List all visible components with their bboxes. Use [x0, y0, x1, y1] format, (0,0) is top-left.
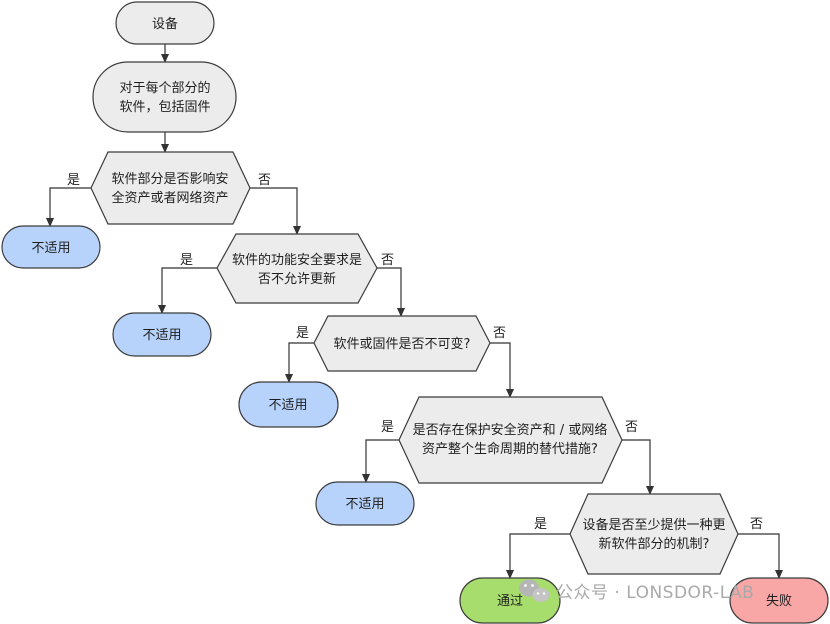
edge-decision4-yes — [362, 439, 399, 483]
edge-decision2-no — [377, 267, 405, 317]
edge-label-yes-3: 是 — [296, 326, 309, 341]
edges — [46, 44, 783, 579]
process-label-line2: 软件，包括固件 — [119, 100, 210, 115]
watermark: 公众号 · LONSDOR-LAB — [519, 579, 754, 603]
edge-decision1-no — [250, 187, 301, 235]
decision2-label-line1: 软件的功能安全要求是 — [232, 252, 362, 268]
fail-label: 失败 — [766, 594, 792, 609]
decision4-label-line1: 是否存在保护安全资产和 / 或网络 — [413, 422, 608, 438]
na4-terminal — [315, 481, 415, 526]
edge-decision2-yes — [158, 267, 217, 314]
edge-labels: 是 否 是 否 是 否 是 否 是 否 — [67, 173, 763, 532]
na3-terminal — [238, 381, 339, 428]
edge-label-no-1: 否 — [258, 173, 271, 188]
decision4-hexagon — [398, 396, 623, 484]
decision2-hexagon — [216, 233, 378, 304]
start-terminal — [115, 1, 215, 45]
na4-label: 不适用 — [345, 497, 384, 512]
edge-decision1-yes — [46, 187, 91, 227]
edge-label-yes-1: 是 — [67, 173, 80, 188]
watermark-text: 公众号 · LONSDOR-LAB — [556, 583, 754, 603]
decision1-label-line2: 全资产或者网络资产 — [111, 190, 228, 206]
edge-label-no-3: 否 — [493, 326, 506, 341]
edge-label-yes-5: 是 — [534, 517, 547, 532]
decision5-label-line2: 新软件部分的机制? — [599, 536, 710, 552]
node-labels: 设备 对于每个部分的 软件，包括固件 软件部分是否影响安 全资产或者网络资产 软… — [31, 16, 792, 609]
decision3-label: 软件或固件是否不可变? — [334, 336, 471, 352]
edge-label-yes-2: 是 — [180, 253, 193, 268]
edge-label-yes-4: 是 — [381, 420, 394, 435]
wechat-icon — [519, 579, 550, 602]
na1-label: 不适用 — [31, 241, 70, 256]
decision4-label-line2: 资产整个生命周期的替代措施? — [422, 441, 598, 457]
edge-decision5-no — [738, 533, 783, 579]
edge-decision5-yes — [506, 533, 570, 579]
na2-label: 不适用 — [142, 328, 181, 343]
decision1-hexagon — [90, 151, 251, 225]
edge-label-no-4: 否 — [625, 420, 638, 435]
na1-terminal — [1, 225, 101, 269]
decision2-label-line2: 否不允许更新 — [258, 271, 336, 287]
process-box — [92, 61, 237, 133]
edge-label-no-5: 否 — [750, 517, 763, 532]
decision5-hexagon — [569, 493, 739, 575]
fail-terminal — [729, 577, 829, 624]
edge-decision3-yes — [285, 342, 314, 383]
edge-decision3-no — [490, 342, 514, 398]
decision3-hexagon — [313, 315, 491, 372]
decision5-label-line1: 设备是否至少提供一种更 — [582, 517, 725, 533]
edge-label-no-2: 否 — [381, 253, 394, 268]
pass-label: 通过 — [497, 594, 523, 609]
process-label-line1: 对于每个部分的 — [119, 80, 210, 96]
start-label: 设备 — [152, 16, 178, 32]
na2-terminal — [112, 312, 212, 357]
na3-label: 不适用 — [268, 398, 307, 413]
edge-decision4-no — [622, 439, 654, 495]
decision1-label-line1: 软件部分是否影响安 — [111, 171, 228, 187]
